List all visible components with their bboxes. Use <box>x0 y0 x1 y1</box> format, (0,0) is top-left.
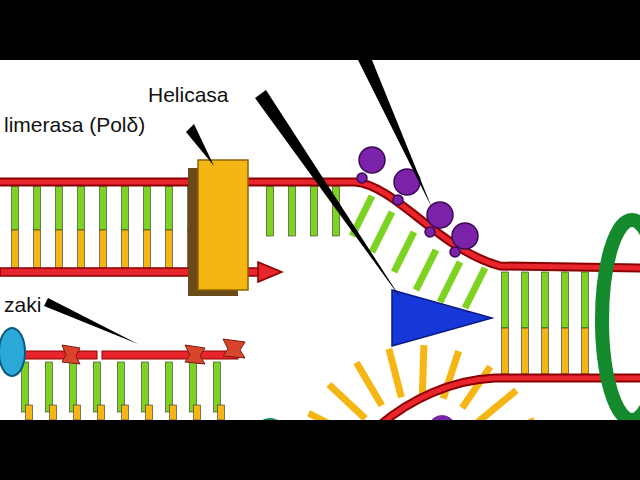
base <box>542 272 549 328</box>
leader-line <box>186 124 214 166</box>
base <box>34 186 41 230</box>
base <box>582 328 589 374</box>
base <box>144 230 151 268</box>
okazaki-fragments <box>22 339 245 364</box>
base <box>100 186 107 230</box>
base <box>522 272 529 328</box>
base <box>562 328 569 374</box>
base <box>98 405 105 420</box>
base <box>502 272 509 328</box>
leader-line <box>44 298 138 344</box>
base <box>122 230 129 268</box>
base <box>26 405 33 420</box>
base <box>56 186 63 230</box>
base <box>562 272 569 328</box>
base <box>542 328 549 374</box>
base <box>12 186 19 230</box>
base <box>356 362 381 405</box>
base <box>100 230 107 268</box>
base <box>462 367 490 408</box>
base <box>122 186 129 230</box>
base <box>142 362 149 412</box>
clamp-loader <box>0 328 25 376</box>
dna-strand <box>0 182 640 268</box>
part-label: Helicasa <box>146 84 231 105</box>
base <box>416 250 436 290</box>
base <box>190 362 197 412</box>
leader-line <box>358 60 432 208</box>
base-pairs <box>12 186 609 440</box>
black-band <box>0 0 640 60</box>
base <box>78 230 85 268</box>
base <box>78 186 85 230</box>
base <box>22 362 29 412</box>
base <box>50 405 57 420</box>
base <box>12 230 19 268</box>
base <box>56 230 63 268</box>
leader-line <box>255 90 402 300</box>
base <box>74 405 81 420</box>
base <box>394 232 414 272</box>
base <box>46 362 53 412</box>
ring-protein <box>602 220 640 420</box>
dna-strand <box>380 378 640 425</box>
base <box>582 272 589 328</box>
base <box>166 186 173 230</box>
base <box>122 405 129 420</box>
base <box>389 349 401 397</box>
dna-strand <box>0 182 640 268</box>
base <box>194 405 201 420</box>
base <box>311 186 318 236</box>
base <box>144 186 151 230</box>
base <box>166 362 173 412</box>
helicase <box>392 290 492 346</box>
base <box>267 186 274 236</box>
base <box>329 384 365 418</box>
arrowhead <box>258 262 282 282</box>
base <box>118 362 125 412</box>
black-band <box>0 420 640 480</box>
base <box>465 268 485 308</box>
base <box>214 362 221 412</box>
ssb-proteins <box>357 147 478 257</box>
base <box>94 362 101 412</box>
base <box>70 362 77 412</box>
base <box>502 328 509 374</box>
dna-strand <box>380 378 640 425</box>
base <box>146 405 153 420</box>
base <box>170 405 177 420</box>
base <box>440 262 460 302</box>
polymerase <box>198 160 248 290</box>
ground <box>0 60 640 420</box>
base <box>422 345 424 395</box>
part-label: zaki <box>2 294 43 315</box>
base <box>218 405 225 420</box>
base <box>522 328 529 374</box>
base <box>166 230 173 268</box>
base <box>34 230 41 268</box>
base <box>478 390 517 422</box>
base <box>289 186 296 236</box>
part-label: limerasa (Polδ) <box>2 114 147 135</box>
base <box>372 212 392 252</box>
